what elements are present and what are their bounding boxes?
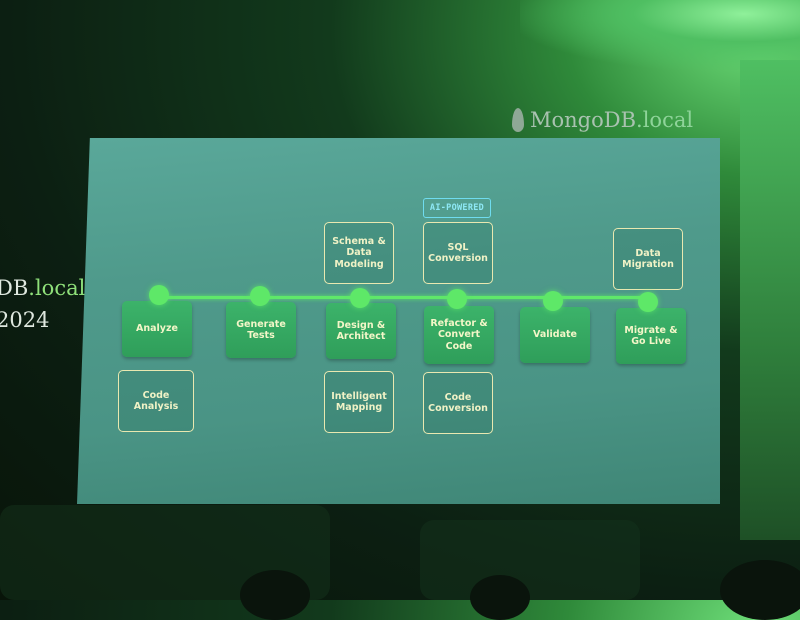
stage-validate: Validate bbox=[520, 307, 590, 363]
timeline-node bbox=[543, 291, 563, 311]
leaf-icon bbox=[512, 108, 524, 132]
logo-suffix: .local bbox=[636, 108, 694, 132]
lit-wall bbox=[740, 60, 800, 540]
note-sql-conversion: SQL Conversion bbox=[423, 222, 493, 284]
timeline-node bbox=[350, 288, 370, 308]
logo-brand: MongoDB bbox=[530, 108, 637, 132]
audience-head bbox=[720, 560, 800, 620]
stage-design-architect: Design & Architect bbox=[326, 303, 396, 359]
stage-refactor-convert: Refactor & Convert Code bbox=[424, 306, 494, 364]
stage-generate-tests: Generate Tests bbox=[226, 302, 296, 358]
audience-head bbox=[240, 570, 310, 620]
timeline-node bbox=[250, 286, 270, 306]
timeline-node bbox=[149, 285, 169, 305]
stage-migrate-go-live: Migrate & Go Live bbox=[616, 308, 686, 364]
note-schema-data-modeling: Schema & Data Modeling bbox=[324, 222, 394, 284]
side-logo: DB.local bbox=[0, 276, 85, 300]
audience-head bbox=[470, 575, 530, 620]
stage-analyze: Analyze bbox=[122, 301, 192, 357]
note-code-analysis: Code Analysis bbox=[118, 370, 194, 432]
side-year: 2024 bbox=[0, 308, 50, 332]
mongodb-logo: MongoDB.local bbox=[512, 108, 693, 132]
backdrop-panel bbox=[420, 520, 640, 600]
ceiling-light bbox=[520, 0, 800, 70]
side-suffix: .local bbox=[28, 276, 86, 300]
timeline-node bbox=[638, 292, 658, 312]
timeline-line bbox=[160, 296, 650, 299]
side-brand: DB bbox=[0, 276, 29, 300]
note-intelligent-mapping: Intelligent Mapping bbox=[324, 371, 394, 433]
timeline-node bbox=[447, 289, 467, 309]
note-data-migration: Data Migration bbox=[613, 228, 683, 290]
ai-powered-badge: AI-POWERED bbox=[423, 198, 491, 218]
note-code-conversion: Code Conversion bbox=[423, 372, 493, 434]
